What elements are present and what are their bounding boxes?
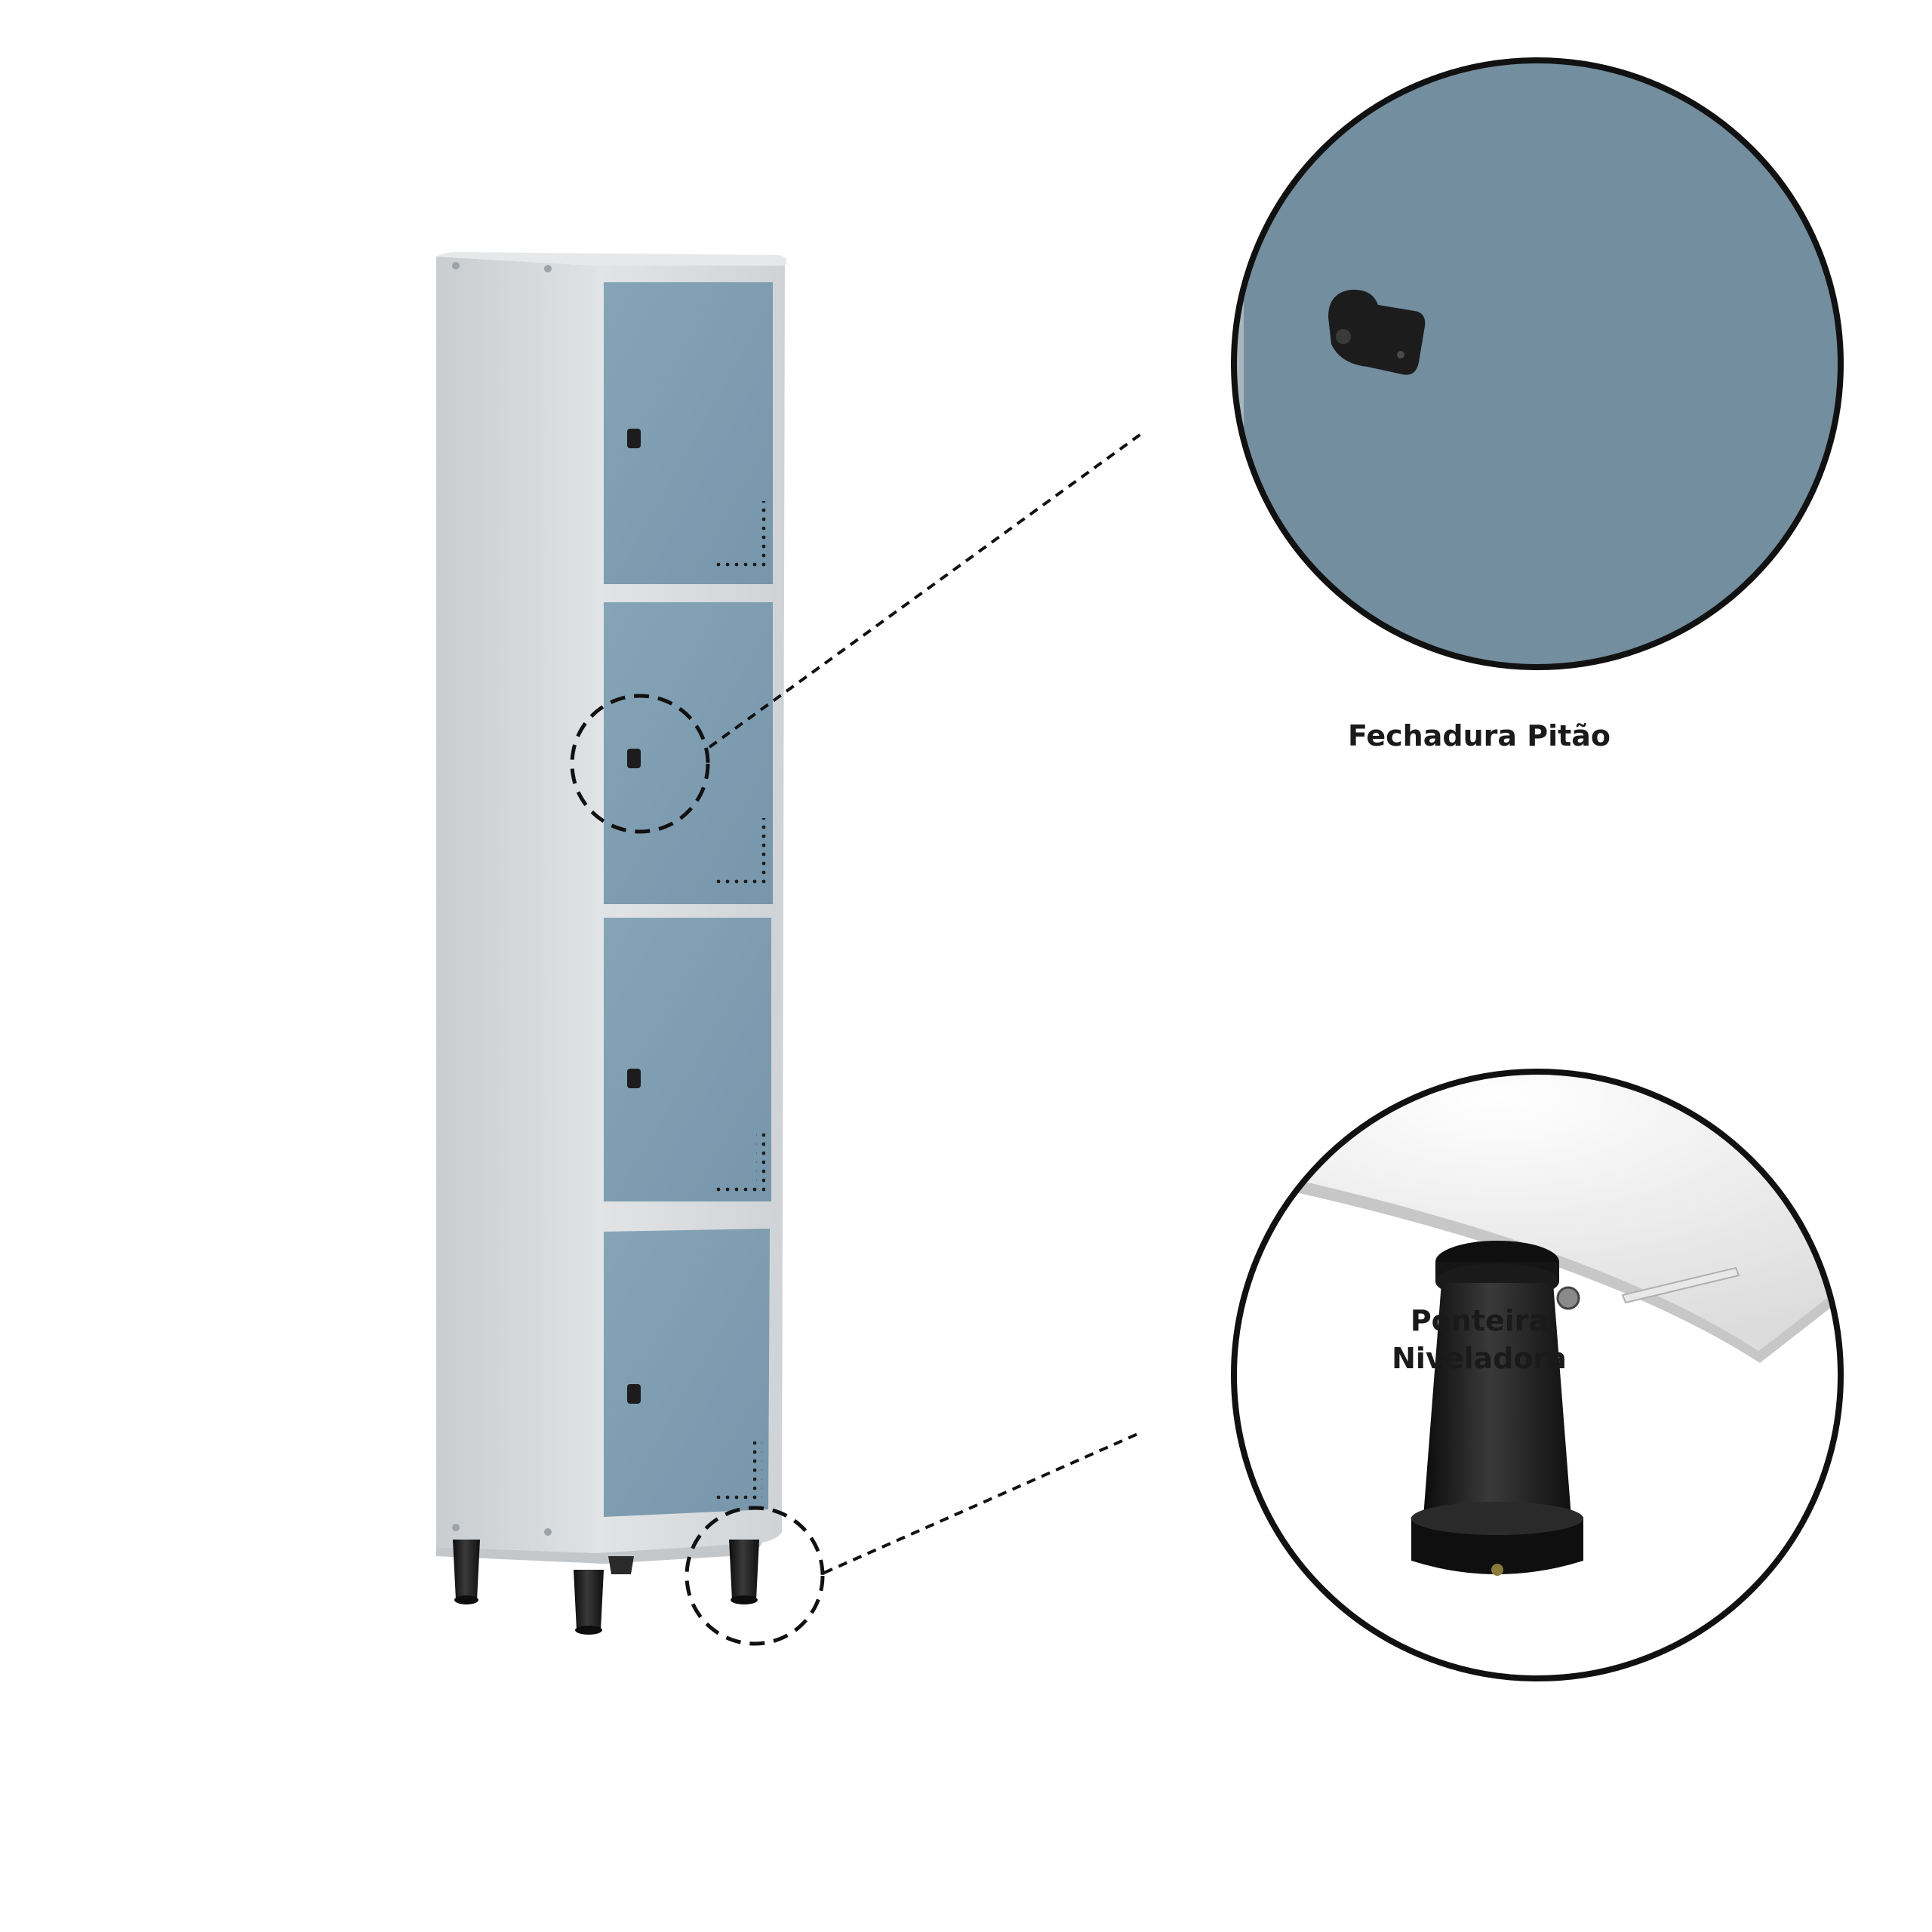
locker-door-2 — [604, 602, 773, 904]
caption-foot-line-1: Ponteira — [1410, 1304, 1549, 1337]
locker-cabinet — [436, 251, 787, 1635]
cabinet-side-panel — [436, 257, 596, 1553]
leg-back — [608, 1556, 634, 1574]
lock-knob-2 — [627, 749, 641, 768]
callout-marker-lock — [570, 694, 710, 834]
callout-marker-foot — [685, 1506, 825, 1646]
zoom-lock-detail — [1231, 57, 1844, 670]
caption-foot-line-2: Niveladora — [1392, 1342, 1567, 1375]
locker-door-3 — [604, 918, 771, 1201]
leg-front-left — [574, 1570, 604, 1630]
lock-knob-1 — [627, 429, 641, 448]
leg-front-right — [729, 1540, 759, 1600]
caption-foot: Ponteira Niveladora — [1155, 1302, 1804, 1377]
leveling-foot-icon — [1411, 1241, 1583, 1576]
cam-lock-icon — [1328, 289, 1426, 375]
leg-left — [453, 1540, 480, 1600]
callout-foot — [685, 1431, 1142, 1646]
vent-pattern-1 — [712, 501, 767, 568]
locker-door-1 — [604, 282, 773, 584]
callout-lock — [570, 432, 1143, 834]
vent-pattern-3 — [712, 1129, 765, 1192]
cabinet-top — [436, 251, 787, 266]
locker-door-4 — [604, 1229, 770, 1517]
leader-line-lock — [708, 432, 1143, 749]
lock-knob-3 — [627, 1069, 641, 1088]
cabinet-legs — [453, 1540, 759, 1635]
lock-knob-4 — [627, 1384, 641, 1404]
caption-lock: Fechadura Pitão — [1347, 719, 1611, 752]
leader-line-foot — [823, 1431, 1142, 1574]
vent-pattern-2 — [712, 818, 767, 884]
vent-pattern-4 — [712, 1441, 762, 1502]
cabinet-base — [436, 1543, 762, 1564]
zoom-foot-detail — [1231, 1069, 1844, 1681]
